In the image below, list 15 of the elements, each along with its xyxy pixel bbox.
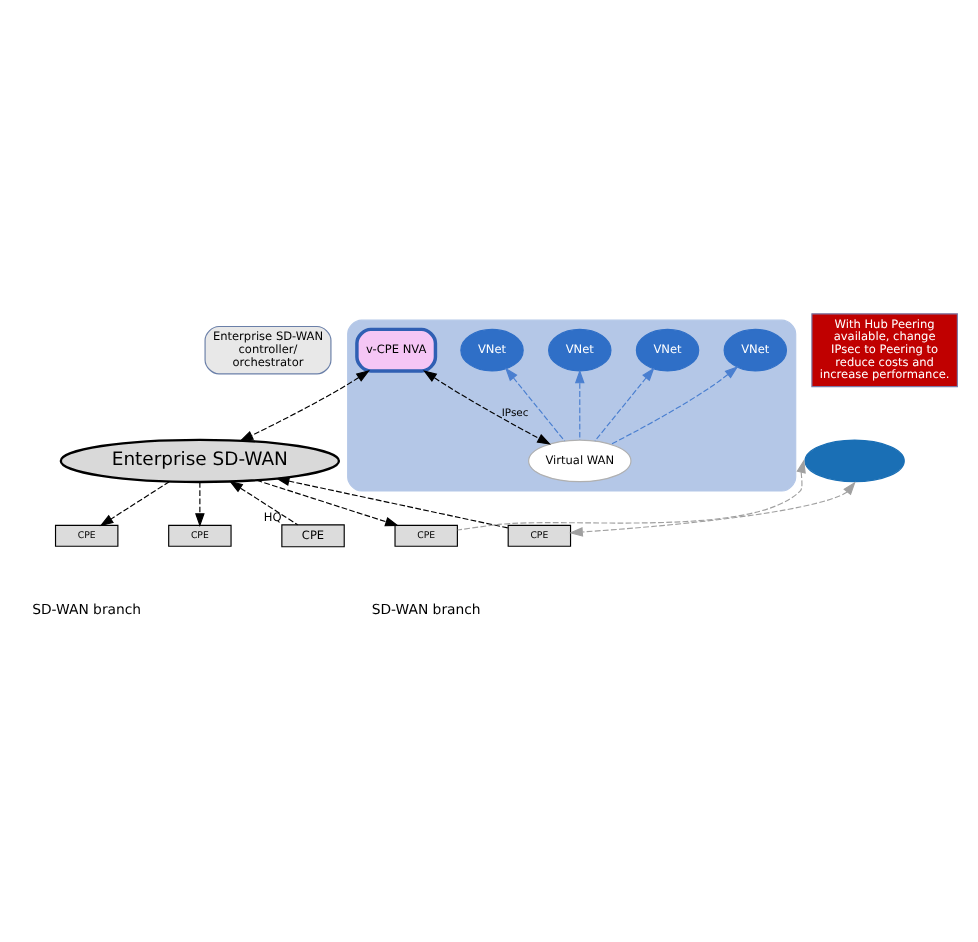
arrow	[98, 481, 169, 527]
arrow	[609, 366, 738, 445]
arrow	[274, 476, 508, 529]
cluster	[346, 319, 796, 492]
arrow	[422, 370, 551, 445]
arrow	[456, 459, 805, 531]
arrow	[573, 369, 584, 441]
node-cloud	[803, 439, 904, 483]
arrow	[504, 367, 565, 442]
arrow	[593, 367, 654, 442]
arrow	[238, 370, 369, 442]
arrow	[194, 481, 204, 528]
arrow	[228, 480, 298, 526]
arrow	[568, 481, 855, 537]
arrow	[255, 479, 398, 527]
